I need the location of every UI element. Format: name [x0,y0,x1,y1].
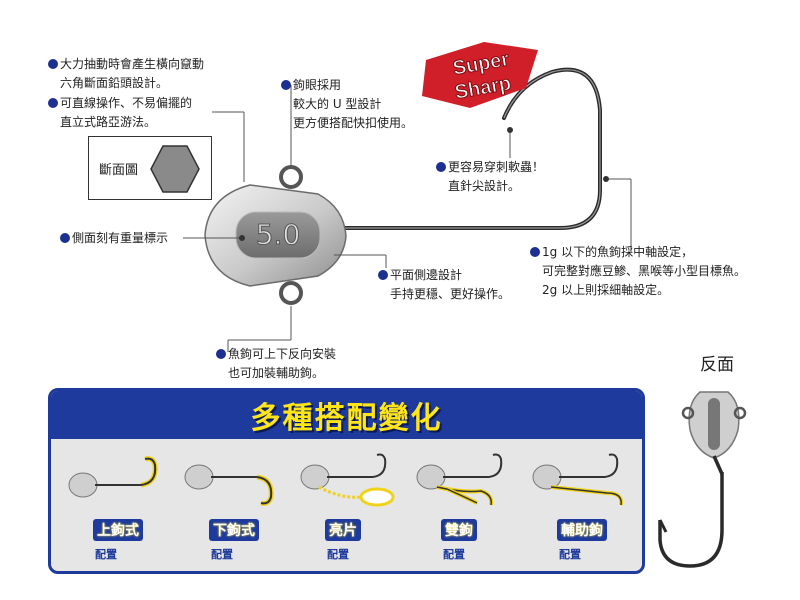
bullet-icon [530,247,540,257]
variant-label: 輔助鉤 [557,519,607,541]
variant-label: 上鉤式 [93,519,143,541]
variants-header-band [51,391,642,439]
variant-sub: 配置 [211,548,233,561]
variants-panel: 多種搭配變化 上鉤式 配置 下鉤式 配置 亮片 配置 [48,388,645,574]
bottom-eye [279,281,303,305]
back-view-label: 反面 [700,355,734,375]
bullet-icon [48,59,58,69]
weight-plate [235,211,321,259]
note-reverse: 魚鉤可上下反向安裝 也可加裝輔助鉤。 [216,345,336,383]
note-straight: 可直線操作、不易偏擺的 直立式路亞游法。 [48,94,192,132]
note-shaft: 1g 以下的魚鉤採中軸設定， 可完整對應豆鯵、黑喉等小型目標魚。 2g 以上則採… [530,243,746,300]
bullet-icon [436,162,446,172]
variant-label: 雙鉤 [441,519,477,541]
lower-hook-icon [184,464,274,506]
variant-sub: 配置 [559,548,581,561]
variant-label: 亮片 [325,519,361,541]
variant-sub: 配置 [95,548,117,561]
weight-marking: 5.0 [255,218,301,252]
bullet-icon [216,349,226,359]
back-view-jighead [658,391,747,568]
variant-sub: 配置 [443,548,465,561]
note-hexagon: 大力抽動時會產生橫向竄動 六角斷面鉛頭設計。 [48,55,204,93]
note-eye: 鉤眼採用 較大的 U 型設計 更方便搭配快扣使用。 [281,76,413,133]
spoon-icon [300,453,395,507]
variant-sub: 配置 [327,548,349,561]
bullet-icon [281,80,291,90]
variant-upper-hook: 上鉤式 配置 [59,447,171,567]
bullet-icon [378,270,388,280]
variant-assist-hook: 輔助鉤 配置 [523,447,635,567]
bullet-icon [60,233,70,243]
upper-hook-icon [68,456,158,498]
hexagon-section-icon [150,145,200,193]
note-point: 更容易穿刺軟蟲！ 直針尖設計。 [436,158,544,196]
variant-lower-hook: 下鉤式 配置 [175,447,287,567]
variant-spoon: 亮片 配置 [291,447,403,567]
super-sharp-badge: Super Sharp [422,42,538,108]
cross-section-label: 斷面圖 [99,163,139,178]
bullet-icon [48,98,58,108]
variants-title: 多種搭配變化 [250,401,443,436]
cross-section-box: 斷面圖 [88,136,212,200]
assist-hook-icon [532,453,624,506]
double-hook-icon [416,453,503,506]
note-weight: 側面刻有重量標示 [60,229,168,248]
variant-double-hook: 雙鉤 配置 [407,447,519,567]
note-flat: 平面側邊設計 手持更穩、更好操作。 [378,266,510,304]
top-eye [279,165,303,189]
variant-label: 下鉤式 [209,519,259,541]
